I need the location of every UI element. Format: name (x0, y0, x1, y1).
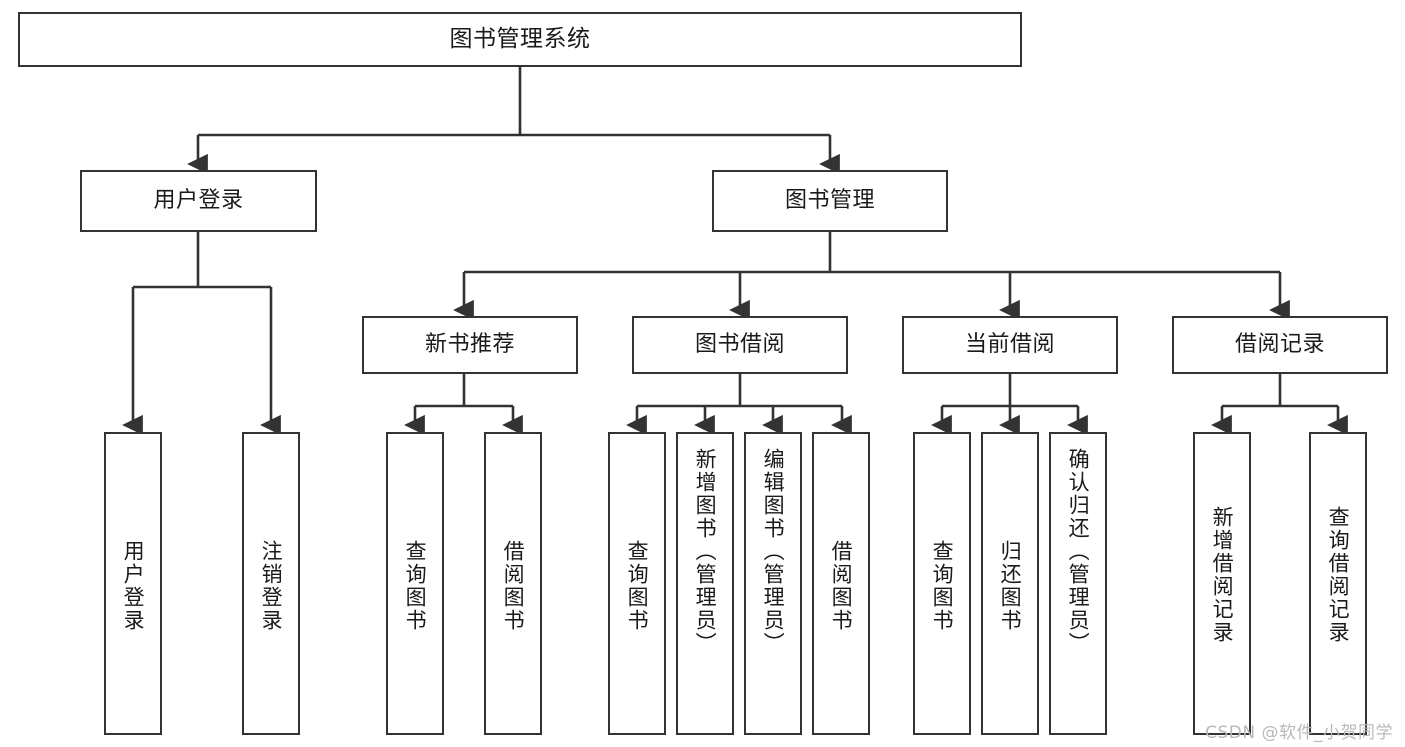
node-root-label: 图书管理系统 (449, 25, 591, 52)
node-leaf-confirm-return[interactable]: 确认归还（管理员） (1049, 432, 1107, 735)
node-leaf-add-record[interactable]: 新增借阅记录 (1193, 432, 1251, 735)
node-leaf-query-record-label: 查询借阅记录 (1326, 506, 1351, 644)
node-user-login-label: 用户登录 (153, 188, 244, 214)
node-leaf-return-book-label: 归还图书 (998, 540, 1023, 632)
node-book-management-label: 图书管理 (784, 188, 875, 214)
node-leaf-edit-book[interactable]: 编辑图书（管理员） (744, 432, 802, 735)
node-leaf-return-book[interactable]: 归还图书 (981, 432, 1039, 735)
node-leaf-borrow-book-1-label: 借阅图书 (501, 540, 526, 632)
node-leaf-query-book-2[interactable]: 查询图书 (608, 432, 666, 735)
node-leaf-add-book[interactable]: 新增图书（管理员） (676, 432, 734, 735)
node-leaf-confirm-return-label: 确认归还（管理员） (1066, 448, 1091, 655)
node-leaf-query-book-3-label: 查询图书 (930, 540, 955, 632)
node-leaf-borrow-book-1[interactable]: 借阅图书 (484, 432, 542, 735)
node-leaf-borrow-book-2[interactable]: 借阅图书 (812, 432, 870, 735)
node-current-borrow-label: 当前借阅 (964, 332, 1055, 358)
node-current-borrow[interactable]: 当前借阅 (902, 316, 1118, 374)
csdn-watermark: CSDN @软件_小贺同学 (1205, 723, 1393, 743)
node-leaf-query-book-1-label: 查询图书 (403, 540, 428, 632)
node-leaf-user-login-label: 用户登录 (121, 540, 146, 632)
node-root[interactable]: 图书管理系统 (18, 12, 1022, 67)
node-book-management[interactable]: 图书管理 (712, 170, 948, 232)
node-leaf-add-record-label: 新增借阅记录 (1210, 506, 1235, 644)
node-user-login[interactable]: 用户登录 (80, 170, 317, 232)
node-leaf-query-record[interactable]: 查询借阅记录 (1309, 432, 1367, 735)
node-new-book-recommend[interactable]: 新书推荐 (362, 316, 578, 374)
node-book-borrow[interactable]: 图书借阅 (632, 316, 848, 374)
node-borrow-record-label: 借阅记录 (1234, 332, 1325, 358)
node-leaf-query-book-3[interactable]: 查询图书 (913, 432, 971, 735)
node-leaf-user-login[interactable]: 用户登录 (104, 432, 162, 735)
node-borrow-record[interactable]: 借阅记录 (1172, 316, 1388, 374)
node-leaf-add-book-label: 新增图书（管理员） (693, 448, 718, 655)
node-new-book-recommend-label: 新书推荐 (424, 332, 515, 358)
node-leaf-query-book-2-label: 查询图书 (625, 540, 650, 632)
node-leaf-edit-book-label: 编辑图书（管理员） (761, 448, 786, 655)
node-book-borrow-label: 图书借阅 (694, 332, 785, 358)
node-leaf-logout[interactable]: 注销登录 (242, 432, 300, 735)
node-leaf-logout-label: 注销登录 (259, 540, 284, 632)
node-leaf-query-book-1[interactable]: 查询图书 (386, 432, 444, 735)
node-leaf-borrow-book-2-label: 借阅图书 (829, 540, 854, 632)
